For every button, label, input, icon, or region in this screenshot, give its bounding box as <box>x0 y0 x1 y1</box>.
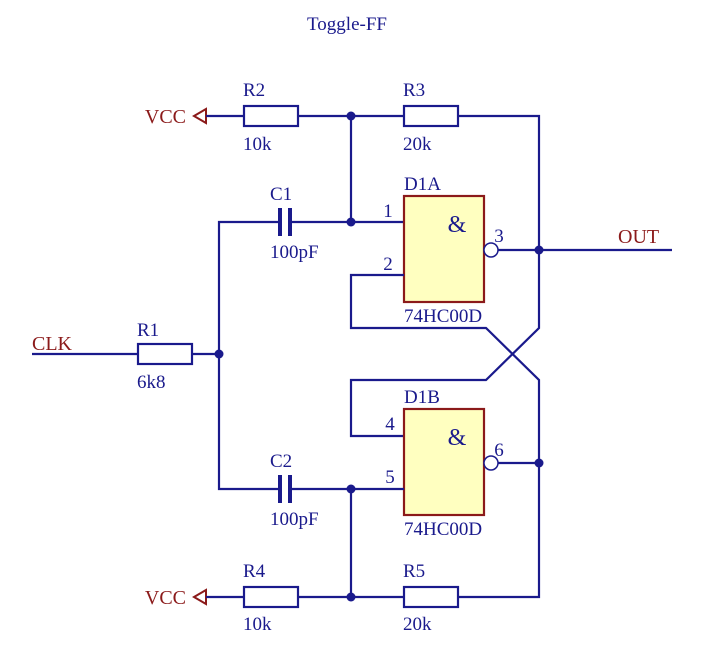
d1a-pin2: 2 <box>383 254 393 275</box>
d1a-symbol: & <box>448 212 467 238</box>
d1a-pin3: 3 <box>494 226 504 247</box>
vcc-top-symbol <box>192 107 244 125</box>
r1-value: 6k8 <box>137 372 166 393</box>
d1b-ref: D1B <box>404 387 440 408</box>
r1-resistor <box>136 342 194 366</box>
d1b-output-bubble <box>483 455 499 471</box>
r2-ref: R2 <box>243 80 265 101</box>
d1b-pin6: 6 <box>494 440 504 461</box>
vcc-bottom-label: VCC <box>145 587 186 609</box>
r5-value: 20k <box>403 614 432 635</box>
r5-ref: R5 <box>403 561 425 582</box>
d1b-part: 74HC00D <box>404 519 482 540</box>
d1a-gate <box>402 194 486 304</box>
c1-value: 100pF <box>270 242 319 263</box>
r2-value: 10k <box>243 134 272 155</box>
r4-ref: R4 <box>243 561 266 582</box>
r5-resistor <box>402 585 460 609</box>
c2-value: 100pF <box>270 509 319 530</box>
r4-value: 10k <box>243 614 272 635</box>
c2-ref: C2 <box>270 451 292 472</box>
d1b-gate <box>402 407 486 517</box>
c1-ref: C1 <box>270 184 292 205</box>
vcc-top-label: VCC <box>145 106 186 128</box>
d1a-pin1: 1 <box>383 201 393 222</box>
d1b-symbol: & <box>448 425 467 451</box>
r1-ref: R1 <box>137 320 159 341</box>
vcc-bottom-symbol <box>192 588 244 606</box>
title: Toggle-FF <box>307 14 387 35</box>
r3-ref: R3 <box>403 80 425 101</box>
clk-label: CLK <box>32 333 73 355</box>
r4-resistor <box>242 585 300 609</box>
r2-resistor <box>242 104 300 128</box>
r3-value: 20k <box>403 134 432 155</box>
out-label: OUT <box>618 226 659 248</box>
d1b-pin5: 5 <box>385 467 395 488</box>
d1a-part: 74HC00D <box>404 306 482 327</box>
d1b-pin4: 4 <box>385 414 395 435</box>
r3-resistor <box>402 104 460 128</box>
d1a-output-bubble <box>483 242 499 258</box>
d1a-ref: D1A <box>404 174 441 195</box>
